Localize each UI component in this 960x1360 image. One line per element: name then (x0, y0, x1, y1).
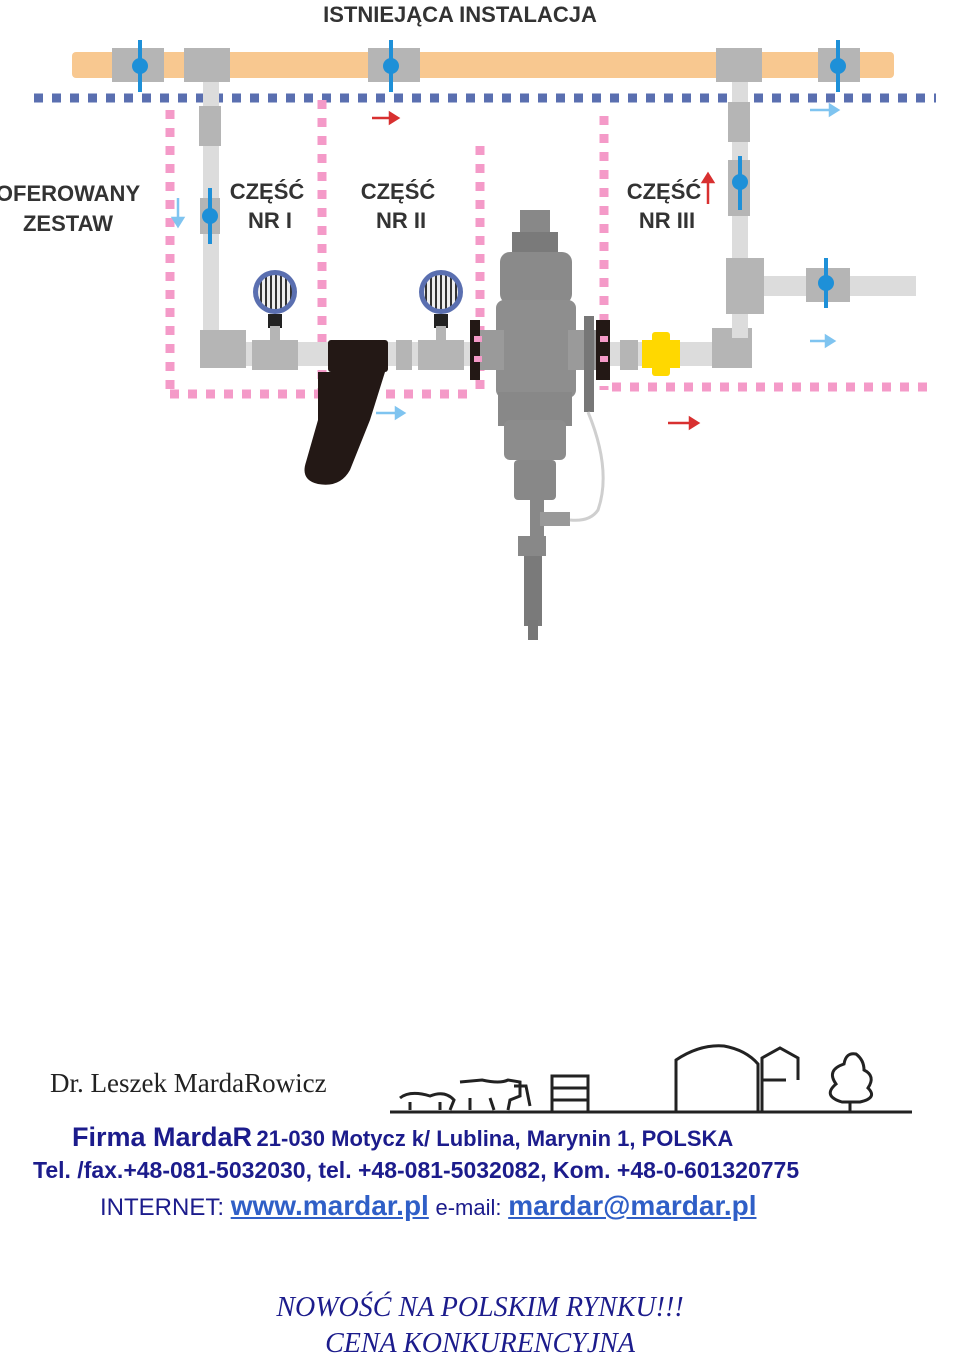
diagram-title: ISTNIEJĄCA INSTALACJA (323, 2, 597, 27)
part1-label-line1: CZĘŚĆ (230, 179, 305, 204)
manometer-part1 (253, 270, 297, 342)
offered-set-label-line1: OFEROWANY (0, 181, 140, 206)
existing-main-pipe (72, 52, 894, 78)
part1-label-line2: NR I (248, 208, 292, 233)
yellow-connector (642, 332, 680, 376)
company-line: Firma MardaR 21-030 Motycz k/ Lublina, M… (72, 1122, 733, 1153)
installation-diagram: ISTNIEJĄCA INSTALACJA (0, 2, 936, 640)
company-internet-line: INTERNET: www.mardar.pl e-mail: mardar@m… (100, 1190, 756, 1222)
manometer-part2 (419, 270, 463, 342)
owner-name: Dr. Leszek MardaRowicz (50, 1068, 327, 1098)
outlet-valve (818, 258, 834, 308)
flow-arrows (170, 102, 841, 431)
dosing-pump (470, 210, 610, 640)
website-link[interactable]: www.mardar.pl (230, 1190, 429, 1221)
part3-label-line2: NR III (639, 208, 695, 233)
company-name: Firma MardaR (72, 1122, 253, 1152)
part2-label-line2: NR II (376, 208, 426, 233)
company-phones: Tel. /fax.+48-081-5032030, tel. +48-081-… (33, 1157, 800, 1183)
part2-label-line1: CZĘŚĆ (361, 179, 436, 204)
email-label: e-mail: (435, 1195, 502, 1220)
part3-label-line1: CZĘŚĆ (627, 179, 702, 204)
internet-label: INTERNET: (100, 1194, 225, 1221)
promo-headline: NOWOŚĆ NA POLSKIM RYNKU!!! (276, 1292, 684, 1323)
right-valve (732, 156, 748, 210)
promo-price-line: CENA KONKURENCYJNA (325, 1328, 635, 1359)
company-address: 21-030 Motycz k/ Lublina, Marynin 1, POL… (256, 1126, 734, 1151)
main-pipe-fittings (112, 48, 860, 82)
farm-logo (390, 1044, 912, 1114)
main-pipe-valves (132, 40, 846, 92)
email-link[interactable]: mardar@mardar.pl (508, 1190, 757, 1221)
left-valve (202, 188, 218, 244)
filter-handle (304, 340, 388, 485)
offered-set-label-line2: ZESTAW (23, 211, 113, 236)
